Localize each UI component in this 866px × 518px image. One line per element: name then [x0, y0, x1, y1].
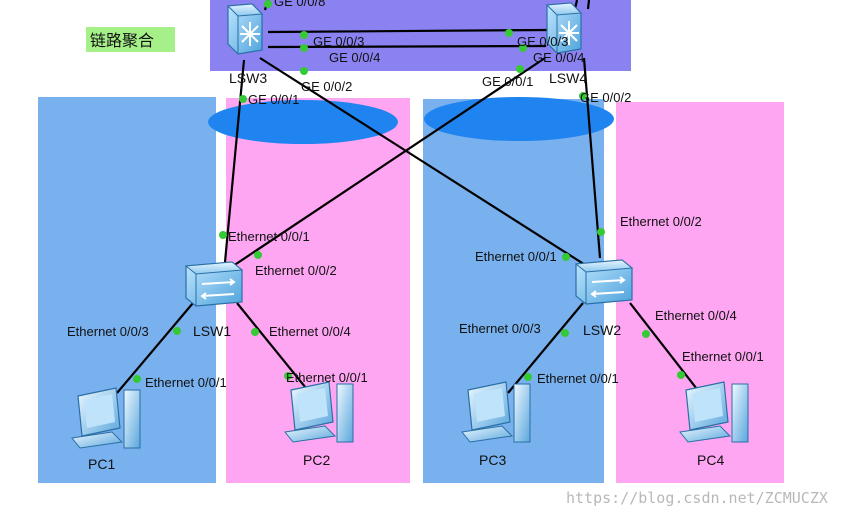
link-lsw3-lsw4-ge4 — [267, 44, 547, 49]
link-lsw3-lsw2 — [259, 57, 591, 269]
lsw3-port-ge1-label: GE 0/0/1 — [248, 92, 299, 107]
title-badge: 链路聚合 — [90, 31, 154, 50]
pc2-port-e1-label: Ethernet 0/0/1 — [286, 370, 368, 385]
lsw1-port-e1-label: Ethernet 0/0/1 — [228, 229, 310, 244]
lsw3-port-top-label: GE 0/0/8 — [274, 0, 325, 9]
lsw3-switch-icon[interactable] — [226, 3, 264, 55]
lsw2-port-e2-label: Ethernet 0/0/2 — [620, 214, 702, 229]
lsw3-label: LSW3 — [229, 70, 267, 86]
lsw2-switch-icon[interactable] — [574, 259, 634, 305]
link-lsw4-up-b — [586, 0, 591, 10]
pc3-port-e1-label: Ethernet 0/0/1 — [537, 371, 619, 386]
pc1-computer-icon[interactable] — [71, 387, 141, 449]
lsw2-port-e1-label: Ethernet 0/0/1 — [475, 249, 557, 264]
pc2-label: PC2 — [303, 452, 330, 468]
lsw4-port-ge4-label: GE 0/0/4 — [533, 50, 584, 65]
link-lsw2-pc3 — [507, 302, 584, 394]
lsw1-port-e3-label: Ethernet 0/0/3 — [67, 324, 149, 339]
lsw3-port-ge4-label: GE 0/0/4 — [329, 50, 380, 65]
lsw1-port-e4-label: Ethernet 0/0/4 — [269, 324, 351, 339]
pc2-computer-icon[interactable] — [284, 381, 354, 443]
link-lsw1-pc1 — [116, 302, 194, 394]
lsw4-port-ge1-label: GE 0/0/1 — [482, 74, 533, 89]
link-lsw4-lsw2 — [582, 57, 602, 259]
port-dots — [133, 0, 685, 383]
link-lsw4-lsw1 — [229, 57, 546, 269]
lsw1-switch-icon[interactable] — [184, 261, 244, 307]
lsw1-port-e2-label: Ethernet 0/0/2 — [255, 263, 337, 278]
lsw4-port-ge3-label: GE 0/0/3 — [517, 34, 568, 49]
lsw2-port-e3-label: Ethernet 0/0/3 — [459, 321, 541, 336]
lsw2-port-e4-label: Ethernet 0/0/4 — [655, 308, 737, 323]
link-lsw3-lsw4-ge3 — [267, 28, 549, 34]
lsw4-port-ge2-label: GE 0/0/2 — [580, 90, 631, 105]
pc1-port-e1-label: Ethernet 0/0/1 — [145, 375, 227, 390]
link-aggregation-ellipse-left — [208, 100, 398, 144]
link-lsw3-lsw1 — [223, 59, 246, 263]
watermark: https://blog.csdn.net/ZCMUCZX — [566, 489, 828, 507]
title-badge-bg — [86, 27, 175, 52]
link-lsw2-pc4 — [629, 302, 701, 394]
lsw1-label: LSW1 — [193, 323, 231, 339]
lsw3-port-ge2-label: GE 0/0/2 — [301, 79, 352, 94]
pc4-port-e1-label: Ethernet 0/0/1 — [682, 349, 764, 364]
lsw3-port-ge3-label: GE 0/0/3 — [313, 34, 364, 49]
pc3-computer-icon[interactable] — [461, 381, 531, 443]
pc4-label: PC4 — [697, 452, 724, 468]
link-lsw1-pc2 — [236, 302, 311, 394]
lsw4-label: LSW4 — [549, 70, 587, 86]
pc1-label: PC1 — [88, 456, 115, 472]
lsw4-switch-icon[interactable] — [545, 2, 583, 54]
lsw2-label: LSW2 — [583, 322, 621, 338]
pc3-label: PC3 — [479, 452, 506, 468]
pc4-computer-icon[interactable] — [679, 381, 749, 443]
